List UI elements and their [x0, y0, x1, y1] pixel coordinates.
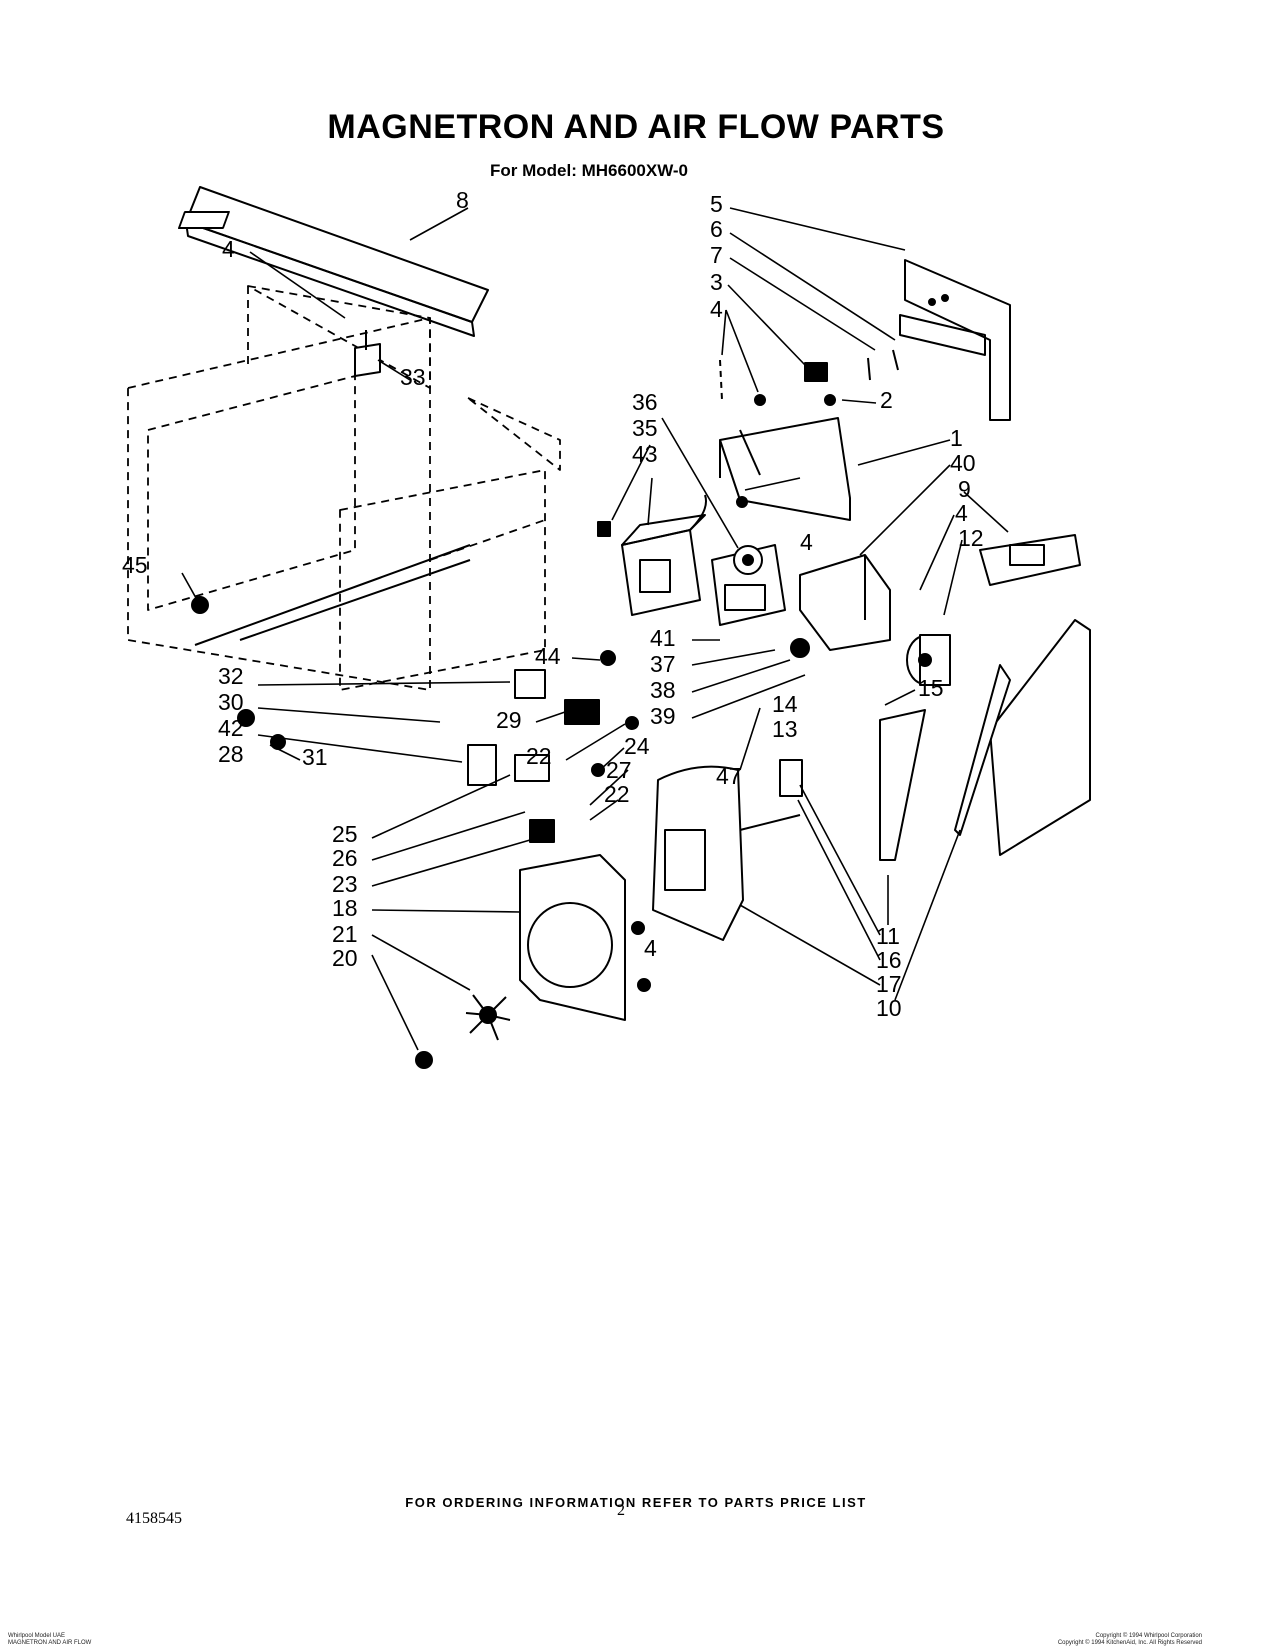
model-subtitle: For Model: MH6600XW-0 [490, 161, 689, 180]
capacitor-part [906, 634, 951, 686]
callout-5: 5 [710, 191, 723, 217]
fine-print-left-line: MAGNETRON AND AIR FLOW [8, 1640, 92, 1646]
callout-29: 29 [496, 707, 522, 733]
page-number: 2 [617, 1502, 625, 1519]
callout-32: 32 [218, 663, 244, 689]
callout-4: 4 [955, 500, 968, 526]
callout-24: 24 [624, 733, 650, 759]
callout-41: 41 [650, 625, 676, 651]
callout-27: 27 [606, 757, 632, 783]
cabinet-solid-lines [194, 330, 471, 646]
callout-18: 18 [332, 895, 358, 921]
capacitor-bracket-part [799, 554, 891, 651]
callout-44: 44 [535, 643, 561, 669]
callout-16: 16 [876, 947, 902, 973]
callout-17: 17 [876, 971, 902, 997]
callout-31: 31 [302, 744, 328, 770]
switch-parts [191, 596, 1011, 1069]
top-cover-part [177, 186, 489, 337]
callout-3: 3 [710, 269, 723, 295]
mounting-plate-part [899, 259, 1011, 421]
cabinet-frame [127, 285, 561, 691]
callout-labels: 8 4 33 45 5 6 7 3 4 2 1 40 9 4 12 36 35 … [122, 187, 984, 1021]
callout-38: 38 [650, 677, 676, 703]
magnetron-part [711, 544, 786, 626]
thermostat-and-screws [719, 349, 899, 508]
callout-6: 6 [710, 216, 723, 242]
fan-blade-part [465, 994, 511, 1041]
callout-22: 22 [526, 743, 552, 769]
callout-8: 8 [456, 187, 469, 213]
fine-print-left: Whirlpool Model UAE MAGNETRON AND AIR FL… [8, 1633, 91, 1647]
callout-15: 15 [918, 675, 944, 701]
callout-30: 30 [218, 689, 244, 715]
callout-22: 22 [604, 781, 630, 807]
callout-9: 9 [958, 476, 971, 502]
callout-47: 47 [716, 763, 742, 789]
callout-36: 36 [632, 389, 658, 415]
callout-45: 45 [122, 552, 148, 578]
callout-20: 20 [332, 945, 358, 971]
callout-2: 2 [880, 387, 893, 413]
callout-28: 28 [218, 741, 244, 767]
fine-print-right: Copyright © 1994 Whirlpool Corporation C… [1058, 1633, 1202, 1647]
page-title: MAGNETRON AND AIR FLOW PARTS [327, 108, 945, 146]
callout-43: 43 [632, 441, 658, 467]
callout-10: 10 [876, 995, 902, 1021]
transformer-part [597, 494, 707, 616]
callout-4: 4 [800, 529, 813, 555]
callout-13: 13 [772, 716, 798, 742]
fine-print-right-line: Copyright © 1994 KitchenAid, Inc. All Ri… [1057, 1640, 1202, 1646]
callout-12: 12 [958, 525, 984, 551]
document-number: 4158545 [126, 1510, 182, 1527]
fan-housing-part [519, 854, 626, 1021]
callout-4: 4 [710, 296, 723, 322]
callout-1: 1 [950, 425, 963, 451]
callout-26: 26 [332, 845, 358, 871]
callout-33: 33 [400, 364, 426, 390]
fine-print-right-line: Copyright © 1994 Whirlpool Corporation [1095, 1633, 1202, 1639]
callout-11: 11 [876, 923, 900, 949]
callout-4: 4 [644, 935, 657, 961]
callout-14: 14 [772, 691, 798, 717]
callout-25: 25 [332, 821, 358, 847]
fine-print-left-line: Whirlpool Model UAE [8, 1633, 66, 1639]
magnetron-bracket-part [719, 417, 851, 521]
callout-40: 40 [950, 450, 976, 476]
callout-39: 39 [650, 703, 676, 729]
callout-37: 37 [650, 651, 676, 677]
callout-42: 42 [218, 715, 244, 741]
callout-21: 21 [332, 921, 358, 947]
callout-4: 4 [222, 236, 235, 262]
ordering-info-footer: FOR ORDERING INFORMATION REFER TO PARTS … [405, 1495, 867, 1510]
leader-lines [181, 207, 1009, 1051]
callout-35: 35 [632, 415, 658, 441]
callout-7: 7 [710, 242, 723, 268]
air-duct-part [652, 765, 801, 941]
callout-23: 23 [332, 871, 358, 897]
side-panel-part [979, 534, 1091, 856]
